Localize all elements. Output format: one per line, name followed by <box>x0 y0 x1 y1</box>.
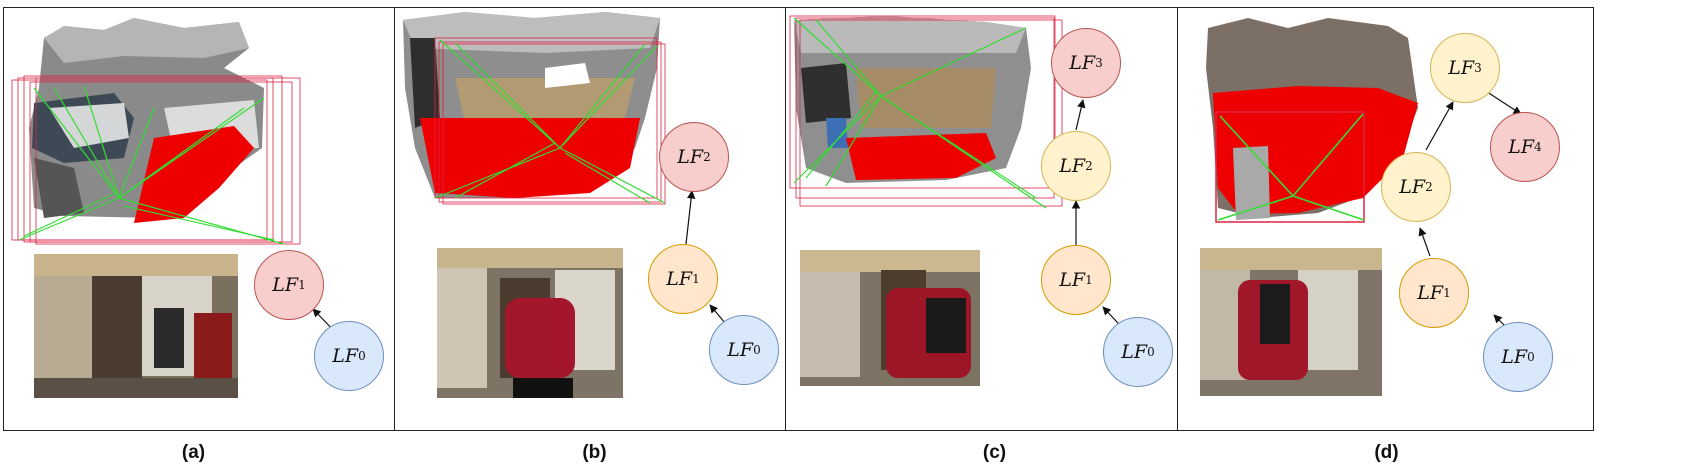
pointcloud-reconstruction <box>29 18 264 223</box>
caption-a: (a) <box>181 442 206 463</box>
panel-b-scene <box>403 12 666 398</box>
frustum-rays <box>18 85 285 245</box>
camera-frame-stack <box>434 37 666 205</box>
robot-camera-photo <box>1200 248 1382 396</box>
frustum-rays <box>434 39 666 204</box>
pointcloud-reconstruction <box>794 16 1031 183</box>
panel-c-scene <box>789 15 1063 386</box>
caption-b: (b) <box>582 442 607 463</box>
camera-frame-stack <box>789 15 1063 207</box>
robot-camera-photo <box>800 250 980 386</box>
camera-frame-stack <box>11 75 301 245</box>
frustum-rays <box>1217 113 1365 221</box>
frustum-rays <box>793 17 1047 209</box>
pointcloud-reconstruction <box>1206 18 1418 220</box>
caption-c: (c) <box>982 442 1007 463</box>
panel-d-scene <box>1200 18 1418 396</box>
robot-camera-photo <box>437 248 623 398</box>
camera-frame-stack <box>1215 111 1365 223</box>
robot-camera-photo <box>34 254 238 398</box>
pointcloud-reconstruction <box>403 12 660 198</box>
panel-a-scene <box>11 18 301 398</box>
caption-d: (d) <box>1374 442 1399 463</box>
